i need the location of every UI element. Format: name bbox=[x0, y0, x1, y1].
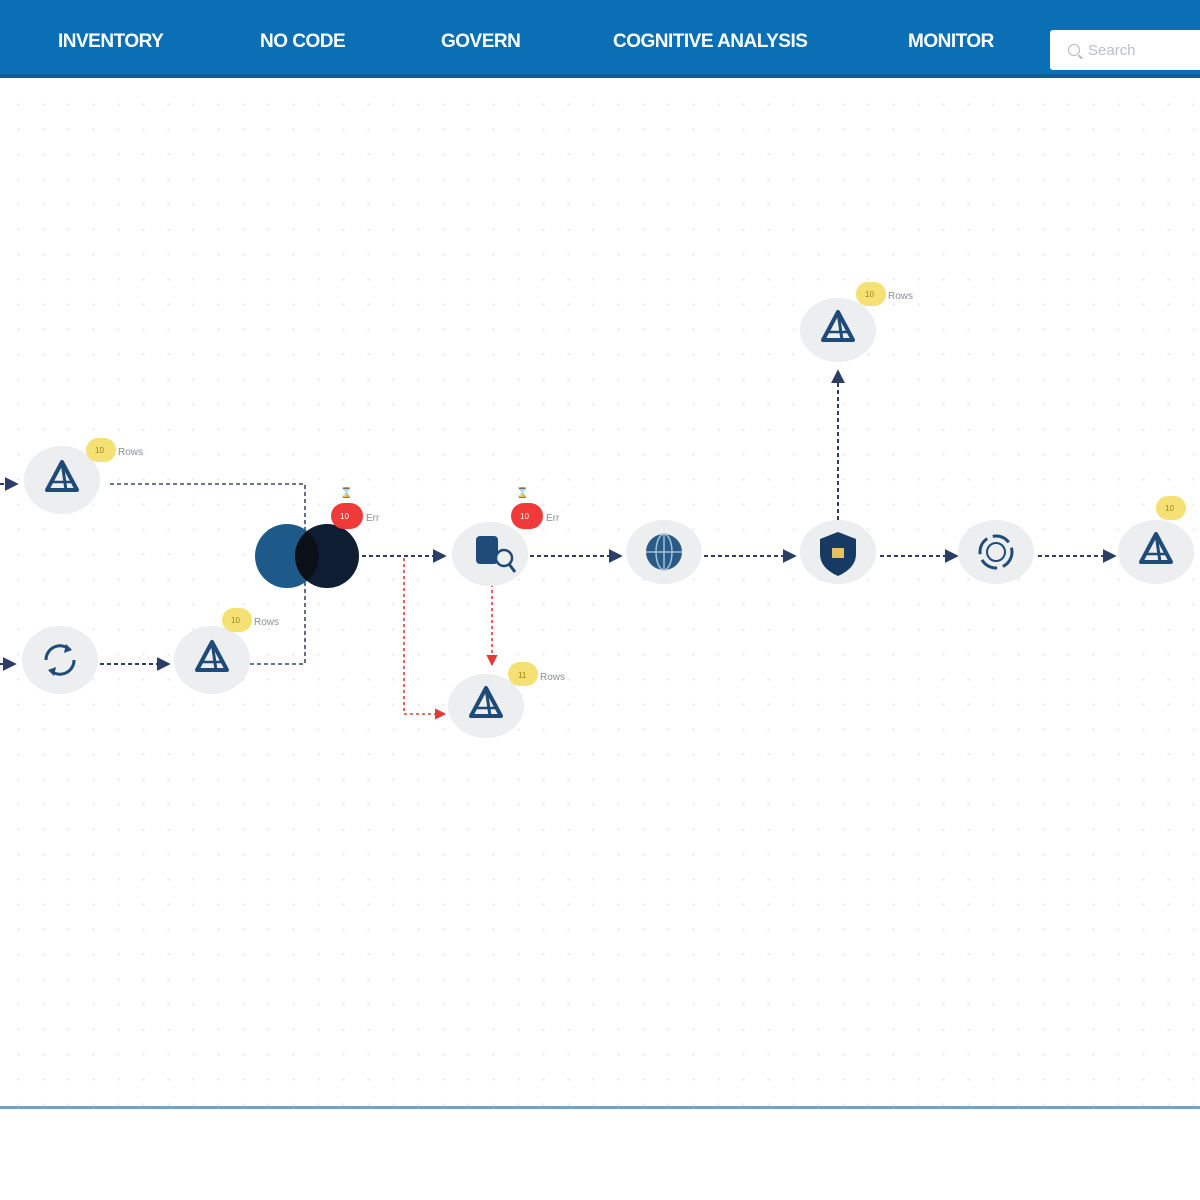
edges bbox=[0, 369, 1117, 720]
globe-icon bbox=[646, 533, 682, 571]
lock-icon bbox=[832, 548, 844, 558]
search-icon bbox=[1068, 44, 1080, 56]
venn-icon bbox=[255, 524, 359, 588]
nav-cognitive-analysis[interactable]: COGNITIVE ANALYSIS bbox=[613, 31, 808, 52]
database-search-icon bbox=[476, 536, 517, 573]
error-label: Err bbox=[546, 513, 560, 524]
footer-area bbox=[0, 1109, 1200, 1200]
row-count: 11 bbox=[518, 671, 527, 680]
edge-source-top-to-join bbox=[110, 483, 306, 540]
error-count-badge bbox=[511, 503, 543, 529]
rows-label: Rows bbox=[118, 447, 143, 458]
error-count: 10 bbox=[520, 512, 529, 521]
flow-canvas[interactable] bbox=[0, 82, 1200, 1106]
target-node-top[interactable]: 10 Rows bbox=[800, 282, 913, 362]
row-count-badge bbox=[508, 662, 538, 686]
row-count: 10 bbox=[95, 446, 104, 455]
lookup-node[interactable]: ⌛ 10 Err bbox=[452, 486, 560, 586]
row-count: 10 bbox=[1165, 504, 1174, 513]
source-node-bottom[interactable]: 10 Rows bbox=[174, 608, 279, 694]
nav-monitor[interactable]: MONITOR bbox=[908, 31, 994, 52]
sync-node[interactable] bbox=[22, 626, 98, 694]
search-box[interactable] bbox=[1050, 30, 1200, 70]
hourglass-icon: ⌛ bbox=[340, 486, 352, 499]
nav-govern[interactable]: GOVERN bbox=[441, 31, 521, 52]
process-node[interactable] bbox=[958, 520, 1034, 584]
row-count-badge bbox=[856, 282, 886, 306]
source-node-top[interactable]: 10 Rows bbox=[24, 438, 143, 514]
top-nav-bar: INVENTORY NO CODE GOVERN COGNITIVE ANALY… bbox=[0, 0, 1200, 78]
target-node-final[interactable]: 10 bbox=[1118, 496, 1194, 584]
edge-join-reject bbox=[403, 558, 447, 720]
canvas-bottom-divider bbox=[0, 1106, 1200, 1109]
globe-node[interactable] bbox=[626, 520, 702, 584]
join-node[interactable]: ⌛ 10 Err bbox=[255, 486, 380, 588]
rows-label: Rows bbox=[254, 617, 279, 628]
row-count-badge bbox=[86, 438, 116, 462]
row-count: 10 bbox=[231, 616, 240, 625]
rows-label: Rows bbox=[540, 672, 565, 683]
nav-inventory[interactable]: INVENTORY bbox=[58, 31, 164, 52]
shield-node[interactable] bbox=[800, 520, 876, 584]
row-count-badge bbox=[1156, 496, 1186, 520]
nav-no-code[interactable]: NO CODE bbox=[260, 31, 346, 52]
search-input[interactable] bbox=[1088, 41, 1188, 59]
reject-target-node[interactable]: 11 Rows bbox=[448, 662, 565, 738]
rows-label: Rows bbox=[888, 291, 913, 302]
row-count: 10 bbox=[865, 290, 874, 299]
row-count-badge bbox=[222, 608, 252, 632]
sync-icon bbox=[44, 644, 76, 676]
error-count-badge bbox=[331, 503, 363, 529]
error-label: Err bbox=[366, 513, 380, 524]
error-count: 10 bbox=[340, 512, 349, 521]
process-ring-icon bbox=[978, 534, 1014, 570]
hourglass-icon: ⌛ bbox=[516, 486, 528, 499]
